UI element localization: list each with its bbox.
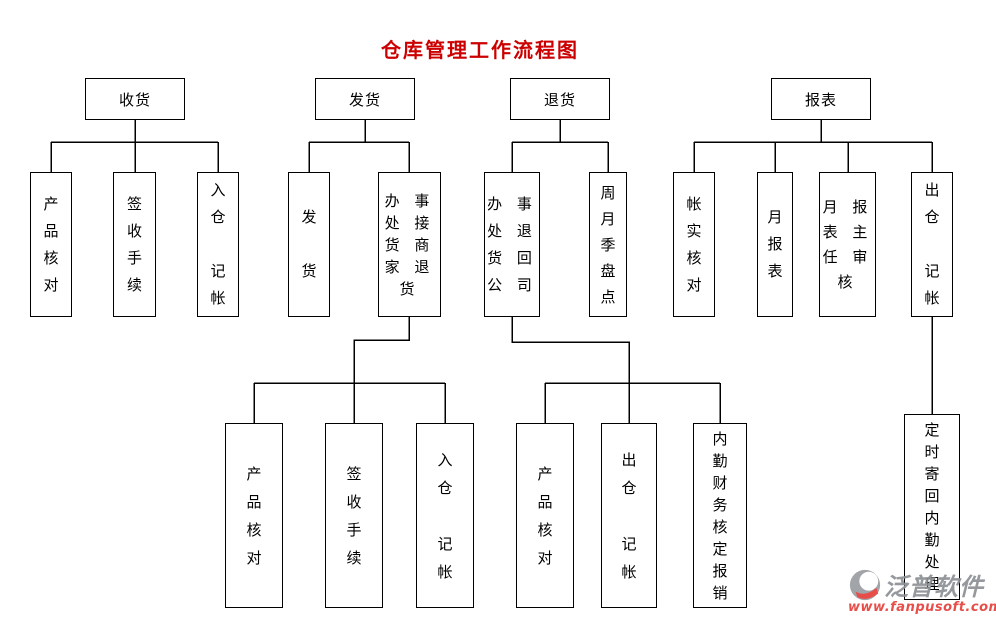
box-shipping-label: 发货 (348, 90, 381, 109)
box-deliver-goods: 发 货 (288, 172, 330, 317)
box-deliver-goods-label: 发 货 (301, 208, 317, 280)
box-warehouse-in-bookkeeping: 入 仓 记 帐 (416, 423, 474, 608)
box-monthly-report-director-review-label: 月 报 表 主 任 审 核 (822, 197, 873, 291)
box-product-check-label: 产 品 核 对 (537, 464, 553, 567)
box-returns: 退货 (510, 78, 610, 120)
box-warehouse-out-bookkeeping: 出 仓 记 帐 (601, 423, 657, 608)
box-warehouse-out-bookkeeping: 出 仓 记 帐 (911, 172, 953, 317)
box-product-check-label: 产 品 核 对 (43, 194, 59, 294)
box-monthly-report: 月 报 表 (757, 172, 793, 317)
box-scheduled-mail-back-internal: 定 时 寄 回 内 勤 处 理 (904, 414, 960, 600)
box-periodic-stocktake-label: 周 月 季 盘 点 (600, 183, 616, 306)
box-warehouse-out-bookkeeping-label: 出 仓 记 帐 (621, 450, 637, 581)
watermark: 泛普软件 www.fanpusoft.com (848, 567, 996, 615)
box-office-receive-dealer-returns: 办 事 处 接 货 商 家 退 货 (378, 172, 441, 317)
page-title: 仓库管理工作流程图 (381, 38, 579, 62)
box-product-check: 产 品 核 对 (516, 423, 574, 608)
box-shipping: 发货 (315, 78, 415, 120)
box-reports-label: 报表 (804, 90, 837, 109)
watermark-url: www.fanpusoft.com (848, 600, 996, 615)
box-office-return-to-company-label: 办 事 处 退 货 回 公 司 (487, 194, 537, 294)
box-periodic-stocktake: 周 月 季 盘 点 (589, 172, 627, 317)
box-book-physical-check: 帐 实 核 对 (673, 172, 715, 317)
box-internal-finance-verify-reimburse: 内 勤 财 务 核 定 报 销 (693, 423, 747, 608)
box-scheduled-mail-back-internal-label: 定 时 寄 回 内 勤 处 理 (924, 421, 940, 593)
box-office-receive-dealer-returns-label: 办 事 处 接 货 商 家 退 货 (384, 191, 435, 298)
fanpu-swoosh-icon (849, 569, 881, 600)
box-warehouse-in-bookkeeping: 入 仓 记 帐 (197, 172, 239, 317)
box-product-check: 产 品 核 对 (30, 172, 72, 317)
box-warehouse-out-bookkeeping-label: 出 仓 记 帐 (924, 181, 940, 307)
box-receiving-label: 收货 (118, 90, 151, 109)
box-signoff-procedure-label: 签 收 手 续 (126, 194, 142, 294)
box-book-physical-check-label: 帐 实 核 对 (686, 194, 702, 294)
box-warehouse-in-bookkeeping-label: 入 仓 记 帐 (210, 181, 226, 307)
box-receiving: 收货 (85, 78, 185, 120)
box-warehouse-in-bookkeeping-label: 入 仓 记 帐 (437, 450, 453, 581)
box-monthly-report-label: 月 报 表 (767, 208, 783, 280)
box-internal-finance-verify-reimburse-label: 内 勤 财 务 核 定 报 销 (712, 429, 728, 602)
watermark-brand: 泛普软件 (884, 573, 984, 601)
box-monthly-report-director-review: 月 报 表 主 任 审 核 (819, 172, 876, 317)
box-signoff-procedure: 签 收 手 续 (325, 423, 383, 608)
box-signoff-procedure: 签 收 手 续 (113, 172, 156, 317)
box-product-check: 产 品 核 对 (225, 423, 283, 608)
box-reports: 报表 (771, 78, 871, 120)
box-office-return-to-company: 办 事 处 退 货 回 公 司 (484, 172, 540, 317)
box-product-check-label: 产 品 核 对 (246, 464, 262, 567)
box-signoff-procedure-label: 签 收 手 续 (346, 464, 362, 567)
box-returns-label: 退货 (543, 90, 576, 109)
